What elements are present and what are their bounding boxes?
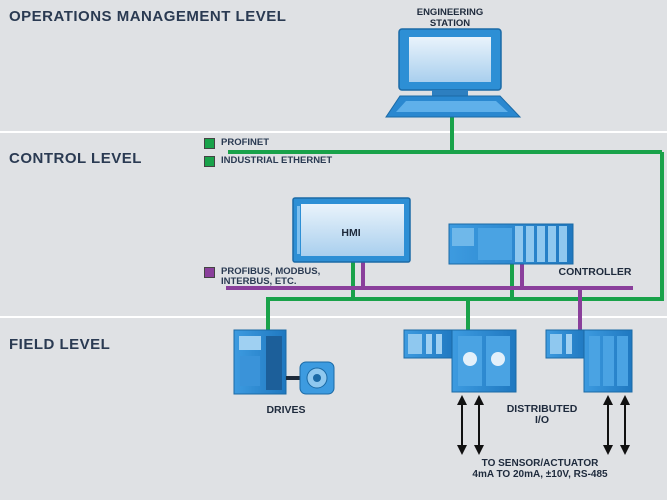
legend-label-fieldbus: PROFIBUS, MODBUS, INTERBUS, ETC. [221,266,321,287]
distributed-io-right [545,329,633,393]
drives-label: DRIVES [266,404,306,416]
control-level-title: CONTROL LEVEL [9,150,142,167]
fieldbus-network [226,262,633,330]
legend-industrial-ethernet: INDUSTRIAL ETHERNET [204,156,332,167]
hmi-label: HMI [341,227,361,239]
legend-swatch-fieldbus [204,267,215,278]
field-level-title: FIELD LEVEL [9,336,111,353]
ethernet-network [228,117,664,330]
drive-unit [233,329,335,395]
engineering-station-label: ENGINEERING STATION [416,7,484,29]
legend-swatch-industrial-ethernet [204,156,215,167]
legend-swatch-profinet [204,138,215,149]
divider-control-field [0,316,667,318]
sensor-actuator-note: TO SENSOR/ACTUATOR 4mA TO 20mA, ±10V, RS… [472,458,608,480]
sensor-arrows [457,395,630,455]
engineering-station-computer [385,28,522,118]
divider-operations-control [0,131,667,133]
controller-label: CONTROLLER [558,266,632,278]
operations-level-title: OPERATIONS MANAGEMENT LEVEL [9,8,287,25]
legend-label-profinet: PROFINET [221,137,270,148]
legend-label-industrial-ethernet: INDUSTRIAL ETHERNET [221,155,333,166]
legend-profinet: PROFINET [204,138,269,149]
hmi-panel [292,197,411,263]
legend-fieldbus: PROFIBUS, MODBUS, INTERBUS, ETC. [204,267,320,287]
distributed-io-label: DISTRIBUTED I/O [506,403,578,426]
distributed-io-left [403,329,517,393]
controller-rack [448,223,574,265]
